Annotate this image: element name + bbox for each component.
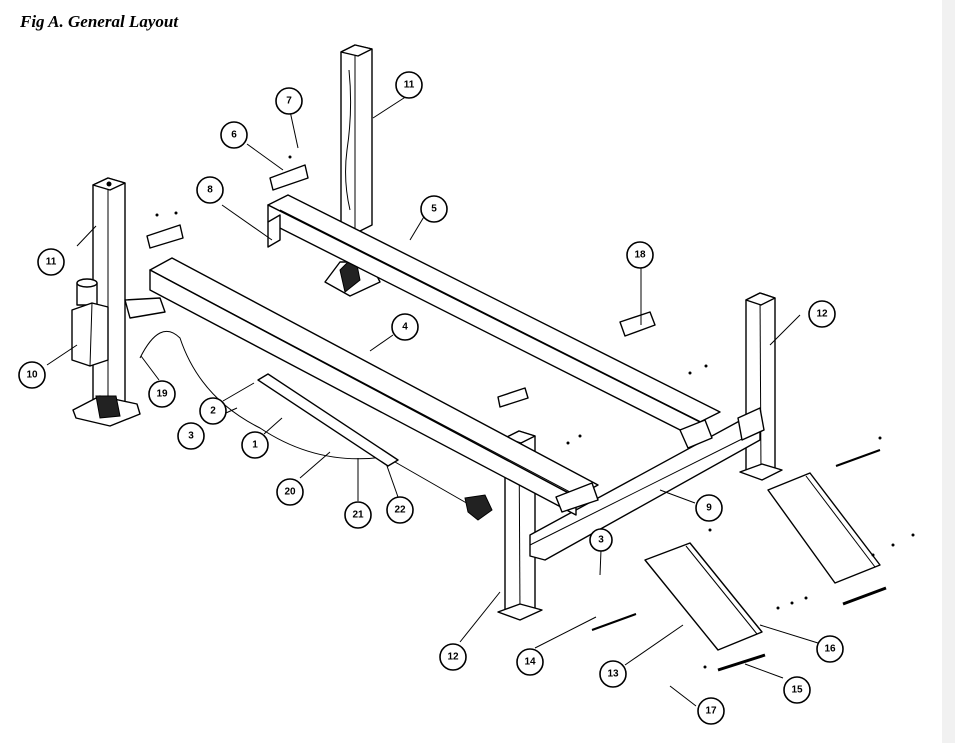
callout-7: 7 [275,87,303,115]
callout-10: 10 [18,361,46,389]
runway-front [149,257,599,516]
svg-text:10: 10 [26,370,38,381]
ramp-bar-rear [835,449,881,467]
callout-6: 6 [220,121,248,149]
svg-text:13: 13 [607,669,619,680]
svg-text:22: 22 [394,505,406,516]
callout-19: 19 [148,380,176,408]
post-rear-right [739,292,783,481]
tray-center [497,387,529,408]
svg-text:15: 15 [791,685,803,696]
front-crossbeam [529,407,765,561]
callout-1: 1 [241,431,269,459]
ramp-bar-rear-2 [842,586,887,606]
callout-11-front: 11 [37,248,65,276]
callout-3-right: 3 [589,528,613,552]
svg-text:8: 8 [207,185,213,196]
callout-21: 21 [344,501,372,529]
callout-12-front: 12 [439,643,467,671]
callout-13: 13 [599,660,627,688]
svg-text:7: 7 [286,96,292,107]
stop-6 [269,164,309,191]
svg-text:21: 21 [352,510,364,521]
svg-text:16: 16 [824,644,836,655]
callout-8: 8 [196,176,224,204]
callout-15: 15 [783,676,811,704]
callout-18: 18 [626,241,654,269]
ramp-pin-14 [591,613,637,631]
svg-text:5: 5 [431,204,437,215]
ramp-rear [767,472,881,584]
scrollbar-track[interactable] [942,0,955,743]
callout-9: 9 [695,494,723,522]
callout-3-left: 3 [177,422,205,450]
ramp-bar-15 [717,653,766,672]
tray-18 [619,311,656,337]
svg-text:6: 6 [231,130,237,141]
callout-4: 4 [391,313,419,341]
svg-text:20: 20 [284,487,296,498]
svg-text:18: 18 [634,250,646,261]
svg-text:12: 12 [447,652,459,663]
svg-text:3: 3 [188,431,194,442]
callout-2: 2 [199,397,227,425]
stop-left [146,224,184,249]
callout-5: 5 [420,195,448,223]
callout-12-rear: 12 [808,300,836,328]
power-unit [71,278,109,367]
svg-text:19: 19 [156,389,168,400]
ramp-front [644,542,763,651]
runway-rear [267,194,721,449]
callout-20: 20 [276,478,304,506]
callout-11-rear: 11 [395,71,423,99]
callout-16: 16 [816,635,844,663]
callout-17: 17 [697,697,725,725]
svg-text:3: 3 [598,535,604,546]
svg-text:1: 1 [252,440,258,451]
figure-title: Fig A. General Layout [20,12,179,31]
cylinder [257,373,493,521]
svg-text:17: 17 [705,706,717,717]
svg-text:2: 2 [210,406,216,417]
svg-text:14: 14 [524,657,536,668]
callout-14: 14 [516,648,544,676]
svg-text:4: 4 [402,322,408,333]
callout-22: 22 [386,496,414,524]
svg-text:12: 12 [816,309,828,320]
svg-text:11: 11 [404,80,415,91]
rear-crossbeam [124,297,166,319]
svg-text:11: 11 [46,257,57,268]
svg-text:9: 9 [706,503,712,514]
fasteners [155,155,915,669]
